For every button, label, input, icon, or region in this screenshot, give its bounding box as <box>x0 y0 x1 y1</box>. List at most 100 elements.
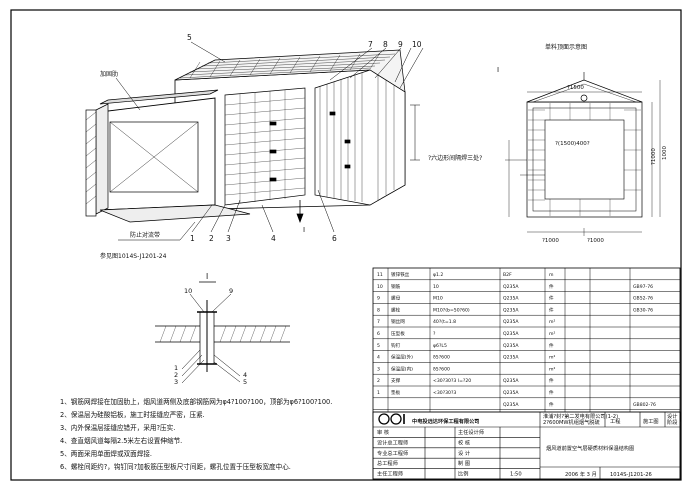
callout-4: 4 <box>271 234 276 243</box>
bom-cell-material: Q235A <box>503 331 519 337</box>
leader-lines <box>115 41 424 241</box>
bom-cell-name: 螺栓 <box>391 306 401 313</box>
callout-9: 9 <box>398 40 403 49</box>
bom-cell-spec: M10 <box>433 296 443 302</box>
detail-callout-2: 2 <box>174 371 178 379</box>
detail-callout-5: 5 <box>243 378 247 386</box>
drawing-title: 烟风道前置空气层硬质材料保温结构图 <box>546 444 634 452</box>
bom-cell-spec: M10?(b=50?60) <box>433 307 470 313</box>
bom-cell-spec: ? <box>433 331 436 337</box>
reference-drawing-label: 参见图1014S-J1201-24 <box>100 252 167 260</box>
bom-cell-unit: 件 <box>549 295 554 302</box>
bom-cell-no: 2 <box>377 378 380 384</box>
insulation-hatch <box>224 90 306 203</box>
bom-cell-name: 支撑 <box>391 377 401 384</box>
note-4: 4、查直烟风道每隔2.5米左右设置伸缩节. <box>60 436 182 445</box>
note-6: 6、螺栓间距约?，钩钉同?加板筋压型板尺寸间距，螺孔位置于压型板宽度中心. <box>60 462 291 471</box>
reinforce-rib-label: 加固肋 <box>100 70 118 78</box>
callout-7: 7 <box>368 40 373 49</box>
bom-cell-name: 钢筋 <box>391 283 401 290</box>
bom-cell-spec: <30?30?3 <box>433 390 456 396</box>
note-3: 3、内外保温层接缝应错开，采用?压实. <box>60 423 175 432</box>
bom-cell-unit: m² <box>549 356 555 361</box>
bom-cell-no: 8 <box>377 307 380 313</box>
tb-role-right: 校 核 <box>458 438 470 446</box>
company-name: 中电投远达环保工程有限公司 <box>412 417 479 425</box>
callout-8: 8 <box>383 40 388 49</box>
dim-top: ?1500 <box>567 85 584 91</box>
bom-cell-ref: GB97-76 <box>633 284 653 290</box>
tb-role-left: 主任工程师 <box>377 470 403 478</box>
bom-cell-unit: 件 <box>549 306 554 313</box>
top-view <box>505 72 661 236</box>
bom-cell-spec: 10 <box>433 284 439 290</box>
top-view-hatch <box>528 103 641 216</box>
bom-cell-no: 3 <box>377 366 380 372</box>
drawing-border <box>10 9 682 481</box>
bom-cell-no: 10 <box>377 284 383 290</box>
main-callouts: 5 7 8 9 10 1 2 3 4 6 <box>187 33 422 243</box>
bom-cell-name: 钢丝网 <box>391 318 405 325</box>
bom-cell-spec: δ5?600 <box>433 355 450 361</box>
bom-cell-spec: <30?30?3 l=?20 <box>433 378 471 384</box>
bom-cell-no: 4 <box>377 355 380 361</box>
bolt-marks <box>269 111 351 182</box>
bom-cell-material: Q235A <box>503 390 519 396</box>
hole-note: ?六边形间隔焊三处? <box>428 154 482 162</box>
tb-role-left: 设计总工程师 <box>377 438 408 446</box>
bom-cell-material: Q235A <box>503 307 519 313</box>
bom-cell-name: 保温层(外) <box>391 354 413 361</box>
project-line-2: 2?600MW机组烟气脱硫 <box>543 418 600 426</box>
bom-cell-material: Q235A <box>503 319 519 325</box>
callout-10: 10 <box>412 40 422 49</box>
top-mesh <box>179 52 396 79</box>
notes-block: 1、钢筋网焊接在加固肋上，烟风道两侧及底部钢筋网为φ4?100?100，顶部为φ… <box>60 397 332 471</box>
bom-cell-material: Q235A <box>503 284 519 290</box>
bom-cell-ref: GB52-76 <box>633 296 653 302</box>
detail-leaders <box>181 293 241 384</box>
top-view-section-marker: I <box>497 66 499 74</box>
detail-hatch <box>159 325 287 343</box>
bom-cell-spec: φ6?L5 <box>433 343 447 349</box>
tb-role-left: 审 核 <box>377 428 389 436</box>
bom-cell-material: Q235A <box>503 343 519 349</box>
bom-cell-unit: 件 <box>549 401 554 408</box>
bom-cell-material: Q235A <box>503 296 519 302</box>
dim-side-b: 1000 <box>662 146 668 160</box>
detail-callout-3: 3 <box>174 378 178 386</box>
bom-cell-unit: 件 <box>549 342 554 349</box>
tb-role-value: 1:50 <box>510 472 522 478</box>
corner-label: 设计 <box>667 412 677 420</box>
callout-5: 5 <box>187 33 192 42</box>
section-marker: I <box>303 226 305 234</box>
bom-cell-spec: 40?(t=1.8 <box>433 319 456 325</box>
stage-value: 施工图 <box>643 417 659 425</box>
callout-6: 6 <box>332 234 337 243</box>
detail-callout-4: 4 <box>243 371 247 379</box>
bom-frame <box>372 267 681 422</box>
top-view-title: 单料顶面示意图 <box>545 43 587 51</box>
note-5: 5、两面采用单面焊或双面焊接. <box>60 449 152 458</box>
callout-1: 1 <box>190 234 195 243</box>
dim-bottom-left: ?1000 <box>542 238 559 244</box>
corner-label-2: 阶段 <box>667 418 677 426</box>
bom-cell-name: 保温层(内) <box>391 365 413 372</box>
dust-board-label: 防止对流带 <box>130 231 160 239</box>
callout-2: 2 <box>209 234 214 243</box>
detail-callout-1: 1 <box>174 364 178 372</box>
detail-callouts: 10 9 1 2 3 4 5 <box>174 287 247 386</box>
tb-role-right: 制 图 <box>458 459 470 467</box>
detail-title: I <box>206 272 208 281</box>
profiled-sheet-hatch <box>319 73 395 202</box>
title-block <box>372 411 681 480</box>
isometric-duct-view <box>85 41 424 241</box>
